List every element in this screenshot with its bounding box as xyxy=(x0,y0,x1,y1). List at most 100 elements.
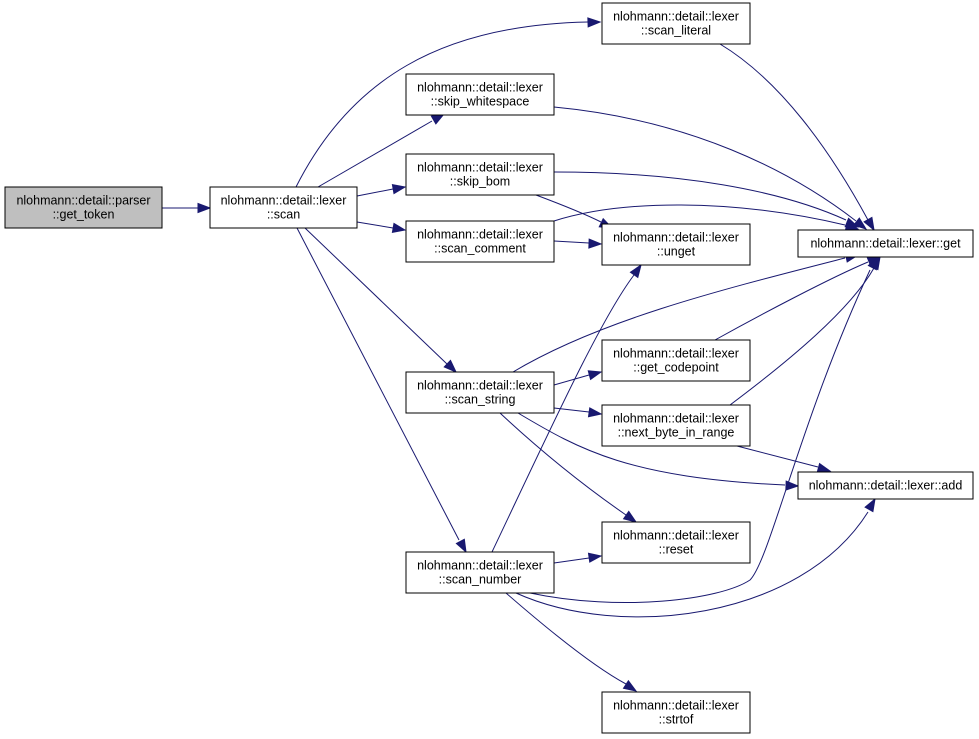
edge-lexer-scan-number-to-lexer-reset xyxy=(553,552,603,564)
node-parser-get-token[interactable]: nlohmann::detail::parser::get_token xyxy=(4,186,163,229)
edge-parser-get-token-to-lexer-scan xyxy=(162,202,212,214)
node-lexer-strtof[interactable]: nlohmann::detail::lexer::strtof xyxy=(601,691,751,734)
arrowhead-icon xyxy=(587,407,603,418)
node-box[interactable] xyxy=(405,551,555,594)
edge-lexer-scan-to-lexer-scan-comment xyxy=(356,221,407,233)
node-lexer-next-byte-in-range[interactable]: nlohmann::detail::lexer::next_byte_in_ra… xyxy=(601,404,751,447)
node-label-line: nlohmann::detail::lexer xyxy=(417,81,543,95)
node-lexer-scan-string[interactable]: nlohmann::detail::lexer::scan_string xyxy=(405,371,555,414)
node-lexer-reset[interactable]: nlohmann::detail::lexer::reset xyxy=(601,521,751,564)
edge-line xyxy=(729,267,875,406)
node-box[interactable] xyxy=(601,339,751,382)
edge-lexer-scan-string-to-lexer-next-byte-in-range xyxy=(553,407,603,418)
node-label-line: ::skip_bom xyxy=(450,175,510,189)
edge-lexer-scan-literal-to-lexer-get xyxy=(719,43,875,232)
node-label-line: nlohmann::detail::lexer xyxy=(417,161,543,175)
node-lexer-scan-number[interactable]: nlohmann::detail::lexer::scan_number xyxy=(405,551,555,594)
node-box[interactable] xyxy=(405,371,555,414)
node-box[interactable] xyxy=(4,186,163,229)
edge-lexer-skip-whitespace-to-lexer-get xyxy=(553,106,868,230)
node-label-line: ::unget xyxy=(657,245,696,259)
node-box[interactable] xyxy=(601,691,751,734)
node-lexer-get-codepoint[interactable]: nlohmann::detail::lexer::get_codepoint xyxy=(601,339,751,382)
arrowhead-icon xyxy=(455,538,467,554)
edge-line xyxy=(356,188,394,197)
node-label-line: nlohmann::detail::lexer xyxy=(613,347,739,361)
arrowhead-icon xyxy=(867,255,879,271)
node-lexer-skip-whitespace[interactable]: nlohmann::detail::lexer::skip_whitespace xyxy=(405,73,555,116)
edge-lexer-scan-comment-to-lexer-unget xyxy=(553,238,603,249)
node-label-line: ::strtof xyxy=(659,713,694,727)
arrowhead-icon xyxy=(852,217,868,230)
edge-lexer-skip-bom-to-lexer-get xyxy=(553,171,860,228)
node-box[interactable] xyxy=(601,521,751,564)
arrowhead-icon xyxy=(197,202,212,214)
node-lexer-scan[interactable]: nlohmann::detail::lexer::scan xyxy=(209,186,358,229)
arrowhead-icon xyxy=(391,184,407,195)
node-label-line: ::scan_string xyxy=(445,393,516,407)
node-box[interactable] xyxy=(209,186,358,229)
node-label-line: nlohmann::detail::lexer xyxy=(613,699,739,713)
edge-lexer-scan-to-lexer-scan-number xyxy=(296,227,467,554)
arrowhead-icon xyxy=(863,216,875,232)
node-label-line: ::scan_literal xyxy=(641,24,711,38)
edge-lexer-scan-number-to-lexer-unget xyxy=(491,263,642,553)
node-lexer-unget[interactable]: nlohmann::detail::lexer::unget xyxy=(601,223,751,266)
edge-line xyxy=(553,557,590,564)
node-box[interactable] xyxy=(405,220,555,263)
edge-line xyxy=(719,43,869,221)
node-label-line: ::reset xyxy=(659,543,694,557)
edge-lexer-scan-to-lexer-scan-literal xyxy=(295,17,602,188)
node-box[interactable] xyxy=(797,471,974,500)
edge-lexer-scan-string-to-lexer-get-codepoint xyxy=(553,370,603,386)
arrowhead-icon xyxy=(785,480,800,491)
edge-lexer-scan-number-to-lexer-get xyxy=(529,255,879,604)
node-label-line: nlohmann::detail::lexer xyxy=(613,231,739,245)
node-lexer-get[interactable]: nlohmann::detail::lexer::get xyxy=(797,229,974,258)
arrowhead-icon xyxy=(587,17,602,28)
edge-line xyxy=(296,227,460,541)
edge-lexer-scan-to-lexer-scan-string xyxy=(304,227,458,373)
arrowhead-icon xyxy=(587,552,603,563)
edge-line xyxy=(356,221,394,229)
edge-line xyxy=(317,120,433,188)
edge-line xyxy=(517,412,786,486)
node-box[interactable] xyxy=(601,2,751,45)
node-label-line: nlohmann::detail::lexer xyxy=(417,228,543,242)
node-label-line: nlohmann::detail::lexer xyxy=(613,10,739,24)
arrowhead-icon xyxy=(622,679,638,692)
edges-layer xyxy=(162,17,882,692)
node-box[interactable] xyxy=(405,153,555,196)
edge-line xyxy=(304,227,448,365)
edge-line xyxy=(736,445,819,468)
node-box[interactable] xyxy=(601,404,751,447)
arrowhead-icon xyxy=(391,222,407,233)
edge-line xyxy=(553,240,590,244)
node-label-line: ::get_token xyxy=(53,208,115,222)
edge-line xyxy=(499,412,627,516)
node-lexer-scan-comment[interactable]: nlohmann::detail::lexer::scan_comment xyxy=(405,220,555,263)
node-lexer-scan-literal[interactable]: nlohmann::detail::lexer::scan_literal xyxy=(601,2,751,45)
edge-line xyxy=(295,21,589,188)
node-box[interactable] xyxy=(601,223,751,266)
node-label-line: nlohmann::detail::lexer::get xyxy=(810,237,961,251)
arrowhead-icon xyxy=(588,238,603,249)
node-label-line: nlohmann::detail::lexer xyxy=(221,194,347,208)
edge-line xyxy=(515,511,869,618)
arrowhead-icon xyxy=(587,370,603,381)
node-label-line: ::next_byte_in_range xyxy=(618,426,735,440)
edge-line xyxy=(535,194,602,223)
node-lexer-skip-bom[interactable]: nlohmann::detail::lexer::skip_bom xyxy=(405,153,555,196)
edge-lexer-scan-to-lexer-skip-bom xyxy=(356,184,407,197)
node-label-line: nlohmann::detail::lexer xyxy=(417,379,543,393)
node-lexer-add[interactable]: nlohmann::detail::lexer::add xyxy=(797,471,974,500)
arrowhead-icon xyxy=(864,497,876,513)
node-box[interactable] xyxy=(797,229,974,258)
edge-line xyxy=(505,592,627,685)
node-label-line: nlohmann::detail::lexer xyxy=(613,529,739,543)
node-label-line: ::scan_comment xyxy=(434,242,526,256)
node-box[interactable] xyxy=(405,73,555,116)
node-label-line: nlohmann::detail::lexer::add xyxy=(809,479,963,493)
node-label-line: ::scan xyxy=(267,208,300,222)
arrowhead-icon xyxy=(622,510,638,523)
